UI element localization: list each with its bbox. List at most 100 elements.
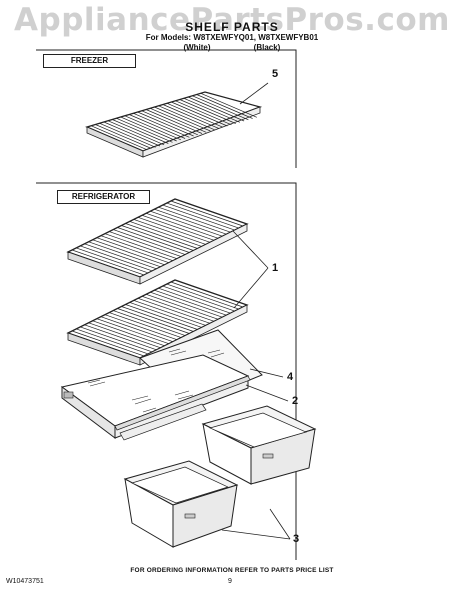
shelf-wire — [137, 111, 194, 137]
shelf-wire — [158, 287, 231, 314]
shelf-wire — [125, 223, 198, 249]
shelf-wire — [154, 106, 211, 132]
ordering-note: FOR ORDERING INFORMATION REFER TO PARTS … — [130, 567, 334, 574]
callout-2: 2 — [292, 395, 299, 407]
shelf-wire — [112, 119, 169, 144]
callout-5: 5 — [272, 68, 279, 80]
shelf-wire — [120, 116, 177, 142]
shelf-wire — [76, 247, 149, 274]
freezer-section-outline — [36, 49, 297, 168]
shelf-wire — [133, 219, 206, 245]
shelf-wire — [103, 121, 161, 147]
shelf-wire — [96, 237, 169, 264]
shelf-wire — [192, 95, 249, 121]
shelf-wire — [196, 94, 253, 119]
refrigerator-section-label: REFRIGERATOR — [57, 190, 150, 204]
upper-refrigerator-shelf — [66, 198, 249, 285]
shelf-wire — [80, 326, 153, 353]
shelf-wire — [141, 295, 215, 322]
shelf-wire — [170, 281, 244, 308]
shelf-wire — [95, 124, 152, 149]
shelf-wire — [117, 227, 190, 253]
shelf-wire — [179, 99, 236, 124]
shelf-wire — [76, 328, 149, 355]
color-black-label: (Black) — [253, 43, 281, 52]
shelf-wire — [84, 324, 157, 351]
shelf-wire — [116, 117, 173, 143]
shelf-wire — [84, 243, 157, 270]
shelf-wire — [162, 204, 235, 231]
shelf-wire — [88, 241, 161, 268]
crisper-drawer-left — [123, 460, 239, 548]
shelf-wire — [137, 216, 211, 243]
freezer-section-label: FREEZER — [43, 54, 136, 68]
shelf-wire — [104, 314, 178, 341]
shelf-wire — [150, 291, 223, 318]
shelf-wire — [170, 200, 244, 227]
shelf-wire — [125, 304, 198, 330]
shelf-wire — [162, 285, 235, 312]
shelf-wire — [128, 114, 186, 139]
shelf-wire — [166, 283, 239, 310]
shelf-wire — [171, 101, 228, 127]
color-white-label: (White) — [183, 43, 211, 52]
shelf-wire — [146, 293, 219, 320]
model-colors: (White) (Black) — [0, 43, 464, 52]
shelf-wire — [145, 109, 203, 134]
page-number: 9 — [228, 578, 232, 585]
shelf-wire — [109, 231, 182, 257]
shelf-wire — [183, 97, 241, 123]
shelf-wire — [104, 233, 178, 260]
shelf-wire — [80, 245, 153, 272]
shelf-wire — [96, 318, 169, 345]
model-numbers: For Models: W8TXEWFYQ01, W8TXEWFYB01 — [145, 33, 319, 42]
shelf-wire — [129, 221, 202, 247]
shelf-wire — [124, 115, 182, 141]
shelf-wire — [88, 322, 161, 349]
leader-lines — [221, 82, 291, 540]
shelf-wire — [121, 306, 194, 332]
shelf-wire — [109, 312, 182, 338]
shelf-wire — [71, 249, 145, 276]
callout-4: 4 — [287, 371, 294, 383]
shelf-wire — [166, 202, 239, 229]
shelf-wire — [92, 239, 165, 266]
shelf-wire — [133, 112, 190, 138]
shelf-wire — [146, 212, 219, 239]
shelf-wire — [158, 105, 215, 131]
page-title: SHELF PARTS — [185, 20, 279, 34]
shelf-wire — [137, 297, 211, 324]
shelf-wire — [150, 210, 223, 237]
shelf-wire — [150, 107, 207, 133]
document-code: W10473751 — [6, 578, 44, 585]
shelf-wire — [158, 206, 231, 233]
shelf-wire — [175, 100, 232, 126]
shelf-wire — [99, 122, 156, 148]
shelf-wire — [162, 104, 220, 129]
crisper-drawer-right — [201, 405, 317, 485]
shelf-wire — [92, 320, 165, 347]
shelf-wire — [117, 308, 190, 334]
shelf-wire — [129, 302, 202, 328]
shelf-wire — [100, 235, 174, 262]
shelf-wire — [71, 330, 145, 357]
shelf-wire — [187, 96, 245, 122]
shelf-wire — [141, 110, 198, 136]
shelf-wire — [166, 102, 224, 128]
shelf-wire — [133, 300, 206, 326]
crisper-frame — [60, 354, 251, 441]
shelf-wire — [107, 120, 165, 146]
shelf-wire — [121, 225, 194, 251]
shelf-wire — [113, 229, 186, 255]
shelf-wire — [141, 214, 215, 241]
callout-1: 1 — [272, 262, 279, 274]
shelf-wire — [100, 316, 174, 343]
shelf-wire — [154, 289, 227, 316]
watermark: AppliancePartsPros.com — [14, 2, 450, 38]
shelf-wire — [200, 92, 257, 118]
shelf-wire — [91, 125, 148, 151]
shelf-wire — [154, 208, 227, 235]
shelf-wire — [113, 310, 186, 336]
callout-3: 3 — [293, 533, 300, 545]
